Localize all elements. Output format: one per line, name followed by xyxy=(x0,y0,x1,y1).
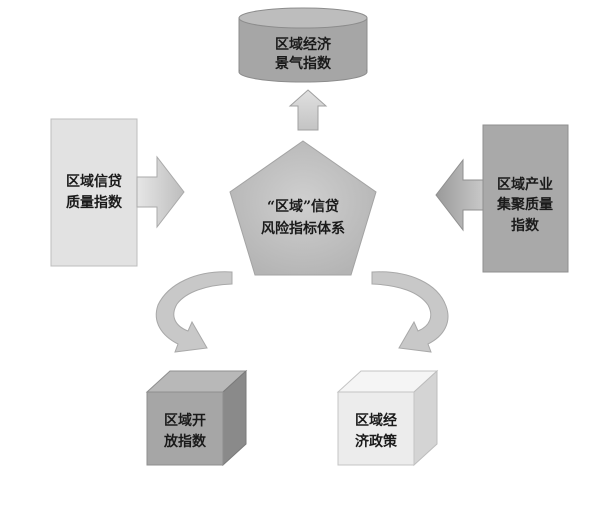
right-pointing-arrow xyxy=(136,155,185,229)
left-cube-label-line1: 区域开 xyxy=(164,412,206,429)
pentagon-label-line2: 风险指标体系 xyxy=(261,220,345,237)
left-cube-label-line2: 放指数 xyxy=(163,433,207,450)
curved-arrow-right xyxy=(371,271,449,353)
economic-climate-cylinder: 区域经济 景气指数 xyxy=(238,7,368,83)
economic-policy-cube: 区域经 济政策 xyxy=(336,369,439,467)
industry-agglomeration-box: 区域产业 集聚质量 指数 xyxy=(482,124,569,273)
right-box-label-line3: 指数 xyxy=(511,217,540,234)
openness-index-cube: 区域开 放指数 xyxy=(145,369,248,467)
right-cube-label-line2: 济政策 xyxy=(355,433,398,450)
right-cube-label-line1: 区域经 xyxy=(355,412,397,429)
left-box-label-line1: 区域信贷 xyxy=(66,173,122,190)
left-box-label-line2: 质量指数 xyxy=(66,194,123,211)
up-arrow xyxy=(288,89,328,131)
credit-quality-box: 区域信贷 质量指数 xyxy=(50,118,138,267)
pentagon-label-line1: “区域”信贷 xyxy=(267,198,339,215)
curved-arrow-left xyxy=(155,271,233,353)
cylinder-label-line2: 景气指数 xyxy=(275,55,332,72)
left-pointing-arrow xyxy=(435,158,484,232)
right-box-label-line2: 集聚质量 xyxy=(496,196,553,213)
cylinder-label-line1: 区域经济 xyxy=(275,36,332,53)
credit-risk-pentagon: “区域”信贷 风险指标体系 xyxy=(229,140,377,276)
right-box-label-line1: 区域产业 xyxy=(497,176,553,193)
